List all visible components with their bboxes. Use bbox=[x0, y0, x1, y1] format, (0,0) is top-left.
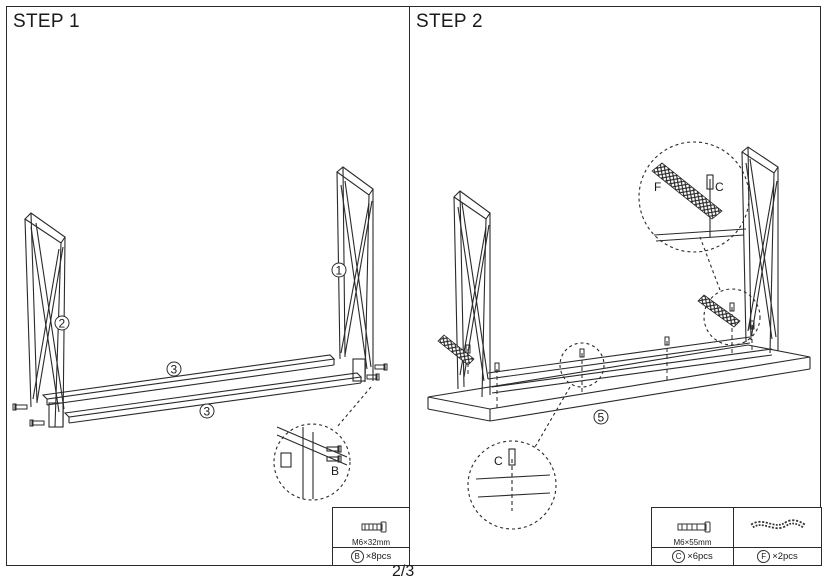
step-1-illustration: 1 2 3 3 B bbox=[12, 166, 388, 501]
svg-text:3: 3 bbox=[171, 363, 178, 377]
hardware-cell-f: F ×2pcs bbox=[734, 508, 821, 565]
part-label-bar-upper: 3 bbox=[166, 361, 182, 377]
detail-label-c-upper: C bbox=[715, 180, 724, 194]
left-leg bbox=[453, 190, 491, 398]
hardware-count-f: ×2pcs bbox=[772, 551, 798, 562]
step-2-title: STEP 2 bbox=[416, 11, 483, 32]
woven-strap-right bbox=[697, 294, 741, 328]
hardware-count-b: ×8pcs bbox=[365, 551, 392, 562]
bolts bbox=[12, 363, 388, 427]
hardware-qty-b: B ×8pcs bbox=[333, 547, 409, 565]
left-leg bbox=[24, 212, 66, 428]
hardware-count-c: ×6pcs bbox=[687, 551, 713, 562]
hardware-spec-c: M6×55mm bbox=[673, 538, 712, 547]
page-number: 2/3 bbox=[392, 563, 415, 580]
svg-text:5: 5 bbox=[598, 411, 605, 425]
hardware-spec-b: M6×32mm bbox=[351, 538, 390, 547]
long-bars bbox=[41, 354, 363, 424]
hardware-qty-c: C ×6pcs bbox=[652, 547, 733, 565]
svg-text:3: 3 bbox=[204, 405, 211, 419]
woven-strap-left bbox=[437, 334, 475, 366]
hardware-letter-f: F bbox=[757, 550, 771, 563]
detail-label-f: F bbox=[654, 180, 661, 194]
hardware-letter-c: C bbox=[672, 550, 686, 563]
part-label-leg-right: 1 bbox=[331, 262, 347, 278]
screw-icon bbox=[677, 521, 711, 533]
step-2-panel: STEP 2 bbox=[409, 6, 822, 566]
long-bars bbox=[487, 336, 773, 394]
hardware-cell-c: M6×55mm C ×6pcs bbox=[652, 508, 734, 565]
hardware-letter-b: B bbox=[350, 550, 364, 563]
strap-icon bbox=[750, 519, 806, 530]
detail-label-b: B bbox=[331, 464, 339, 478]
right-leg bbox=[741, 146, 779, 354]
bolt-icon bbox=[361, 521, 387, 533]
step-1-title: STEP 1 bbox=[13, 11, 80, 32]
detail-label-c-lower: C bbox=[494, 454, 503, 468]
hardware-qty-f: F ×2pcs bbox=[734, 547, 821, 565]
step-1-panel: STEP 1 bbox=[6, 6, 410, 566]
svg-text:1: 1 bbox=[336, 264, 343, 278]
hardware-box-step2: M6×55mm C ×6pcs F ×2pcs bbox=[651, 507, 822, 566]
woven-strap-detail bbox=[651, 162, 723, 220]
svg-text:2: 2 bbox=[59, 317, 66, 331]
part-label-bar-lower: 3 bbox=[199, 403, 215, 419]
part-label-leg-left: 2 bbox=[54, 315, 70, 331]
hardware-box-b: M6×32mm B ×8pcs bbox=[332, 507, 410, 566]
table-top bbox=[427, 344, 811, 422]
part-label-top: 5 bbox=[593, 409, 609, 425]
step-2-illustration: F C C 5 bbox=[427, 141, 811, 530]
